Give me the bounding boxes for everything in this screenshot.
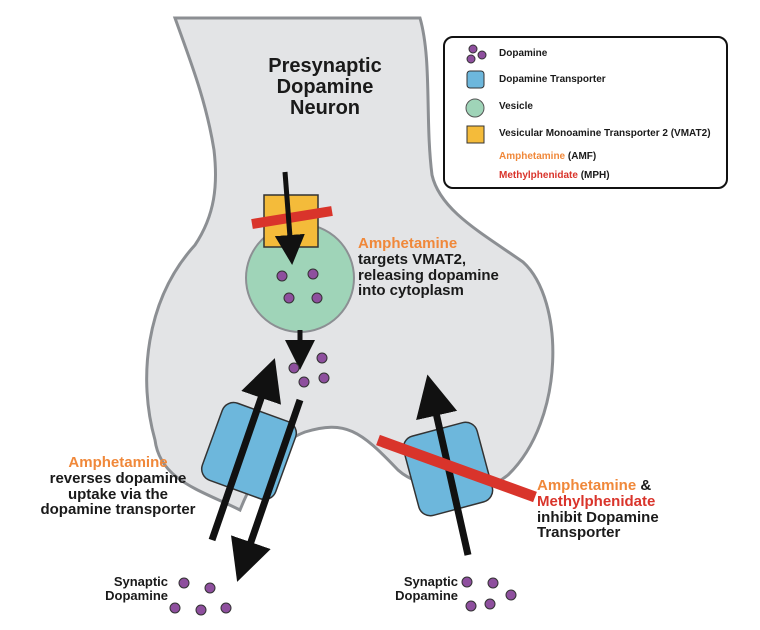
dopamine-molecule (484, 598, 496, 610)
dopamine-molecule (307, 268, 319, 280)
reverse-transport-arrow-up (208, 358, 281, 542)
annotation-line: inhibit Dopamine (537, 508, 659, 526)
dopamine-molecule (283, 292, 295, 304)
dopamine-molecule (220, 602, 232, 614)
synaptic-dopamine-left-group (169, 577, 232, 616)
dopamine-molecule (169, 602, 181, 614)
legend-vesicle-icon (465, 98, 485, 118)
neuron-title: Presynaptic Dopamine Neuron (255, 56, 395, 119)
annotation-conjunction: & (636, 477, 652, 494)
legend-label-vmat2: Vesicular Monoamine Transporter 2 (VMAT2… (499, 128, 711, 139)
legend-label-vesicle: Vesicle (499, 101, 533, 112)
dopamine-molecule (465, 600, 477, 612)
annotation-line: targets VMAT2, (358, 250, 467, 268)
vmat2-annotation: Amphetamine targets VMAT2, releasing dop… (358, 236, 499, 299)
dopamine-molecule (195, 604, 207, 616)
legend-abbr-amphetamine: (AMF) (567, 151, 597, 162)
annotation-line: into cytoplasm (358, 282, 464, 300)
annotation-drug-name: Amphetamine (537, 477, 637, 494)
legend-vmat2-icon (466, 125, 485, 144)
reverse-transport-arrow-down (231, 398, 304, 582)
dopamine-molecule (318, 372, 330, 384)
annotation-line: dopamine transporter (40, 501, 196, 519)
label-line: Dopamine (395, 587, 458, 603)
dopamine-molecule (276, 270, 288, 282)
dopamine-molecule (487, 577, 499, 589)
legend-dopamine-icon (466, 44, 487, 64)
legend-label-amphetamine: Amphetamine (499, 151, 566, 162)
synaptic-dopamine-label-right: Synaptic Dopamine (380, 575, 458, 602)
vesicle-dopamine-group (276, 268, 323, 304)
dopamine-molecule (461, 576, 473, 588)
dopamine-molecule (316, 352, 328, 364)
legend-label-methylphenidate: Methylphenidate (499, 170, 578, 181)
annotation-line: uptake via the (67, 485, 169, 503)
amphetamine-block-bar-vmat2 (251, 206, 333, 229)
legend: Dopamine Dopamine Transporter Vesicle Ve… (443, 36, 728, 189)
dopamine-molecule (298, 376, 310, 388)
reverse-transport-annotation: Amphetamine reverses dopamine uptake via… (28, 455, 208, 518)
synaptic-dopamine-label-left: Synaptic Dopamine (90, 575, 168, 602)
legend-label-transporter: Dopamine Transporter (499, 74, 606, 85)
dopamine-molecule (311, 292, 323, 304)
legend-transporter-icon (466, 70, 485, 89)
inhibition-annotation: Amphetamine & Methylphenidate inhibit Do… (537, 478, 659, 541)
dopamine-molecule (288, 362, 300, 374)
neuron-title-line: Dopamine (276, 76, 374, 98)
legend-amphetamine-row: Amphetamine (AMF) (499, 151, 596, 162)
legend-swatches (465, 44, 487, 144)
annotation-drug-name: Amphetamine (358, 235, 458, 252)
annotation-line: reverses dopamine (49, 469, 187, 487)
annotation-line: releasing dopamine (358, 266, 499, 284)
legend-abbr-methylphenidate: (MPH) (580, 170, 610, 181)
inhibition-bar-right (376, 434, 537, 503)
uptake-arrow-right (416, 374, 472, 556)
dopamine-molecule (204, 582, 216, 594)
annotation-drug-name: Amphetamine (68, 454, 168, 471)
annotation-line: Transporter (537, 524, 621, 542)
annotation-drug-name: Methylphenidate (537, 492, 656, 510)
dopamine-molecule (178, 577, 190, 589)
neuron-title-line: Presynaptic (268, 55, 382, 77)
dopamine-molecule (505, 589, 517, 601)
vmat2-uptake-arrow (274, 171, 305, 265)
legend-methylphenidate-row: Methylphenidate (MPH) (499, 170, 610, 181)
label-line: Synaptic (403, 574, 458, 589)
label-line: Synaptic (113, 574, 168, 589)
cytoplasm-dopamine-group (288, 352, 330, 388)
label-line: Dopamine (105, 587, 168, 603)
neuron-title-line: Neuron (290, 97, 360, 119)
legend-label-dopamine: Dopamine (499, 48, 548, 59)
synaptic-dopamine-right-group (461, 576, 517, 612)
